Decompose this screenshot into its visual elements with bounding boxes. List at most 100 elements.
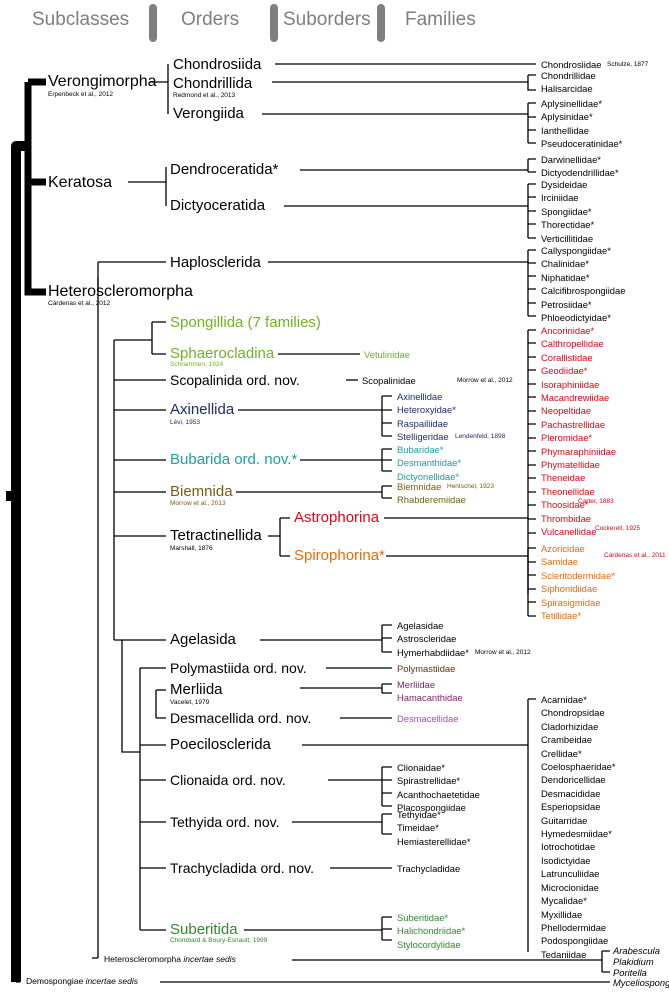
demo-incertae-genus: Myceliospongia <box>613 977 669 988</box>
order-suberitida: Suberitida <box>170 921 238 938</box>
family-name: Myxillidae <box>541 908 583 920</box>
families-bubarida: Bubaridae*Desmanthidae*Dictyonellidae* <box>397 443 461 483</box>
order-chondrosiida: Chondrosiida <box>173 56 262 73</box>
family-name: Dictyodendrillidae* <box>541 167 619 179</box>
family-name: Tetillidae* <box>541 610 582 622</box>
family-name: Iotrochotidae <box>541 841 596 853</box>
family-author-scopalinidae: Morrow et al., 2012 <box>457 377 513 384</box>
order-agelasida: Agelasida <box>170 631 236 648</box>
order-merliida: Merliida <box>170 681 223 698</box>
hetero-incertae-italic: incertae sedis <box>183 954 236 964</box>
family-name: Thorectidae* <box>541 219 595 231</box>
order-spongillida: Spongillida (7 families) <box>170 314 321 331</box>
family-name: Irciniidae <box>541 192 579 204</box>
subclass-heteroscleromorpha: Heteroscleromorpha <box>48 283 193 300</box>
order-sphaerocladina: Sphaerocladina <box>170 345 275 362</box>
family-author-biemnidae: Hentschel, 1923 <box>447 483 494 490</box>
order-trachycladida: Trachycladida ord. nov. <box>170 860 314 876</box>
family-name: Corallistidae <box>541 351 593 363</box>
families-clionaida: Clionaidae*Spirastrellidae*Acanthochaete… <box>397 761 480 815</box>
family-name: Geodiidae* <box>541 365 588 377</box>
families-sphaerocladina: Vetulinidae <box>364 348 410 361</box>
families-haplosclerida: Callyspongiidae*Chalinidae*Niphatidae*Ca… <box>541 244 625 324</box>
family-name: Chondrosiidae <box>541 59 602 70</box>
family-name: Phloeodictyidae* <box>541 312 611 324</box>
family-author-hymerhabdiidae: Morrow et al., 2012 <box>475 649 531 656</box>
family-name: Pseudoceratinidae* <box>541 138 623 150</box>
family-name: Pleromidae* <box>541 432 593 444</box>
family-name: Coelosphaeridae* <box>541 761 616 773</box>
family-name: Theneidae <box>541 472 586 484</box>
family-name: Cladorhizidae <box>541 720 599 732</box>
family-name: Hymerhabdiidae* <box>397 646 469 658</box>
family-name: Desmacididae <box>541 787 601 799</box>
family-name: Desmanthidae* <box>397 457 462 469</box>
families-scopalinida: Scopalinidae <box>362 374 416 387</box>
family-name: Stelligeridae <box>397 431 449 443</box>
family-name: Ancorinidae* <box>541 325 595 336</box>
family-name: Esperiopsidae <box>541 801 601 813</box>
subclass-heteroscleromorpha-author: Cárdenas et al., 2012 <box>48 300 111 307</box>
order-haplosclerida: Haplosclerida <box>170 254 261 271</box>
family-name: Samidae <box>541 556 579 568</box>
family-name: Siphonidiidae <box>541 583 598 595</box>
family-author-theneidae: Carter, 1883 <box>578 498 614 505</box>
family-name: Macandrewiidae <box>541 392 610 404</box>
family-name: Vetulinidae <box>364 349 410 360</box>
family-name: Verticillitidae <box>541 232 594 244</box>
order-tetractinellida: Tetractinellida <box>170 527 262 544</box>
family-name: Tethyidae* <box>397 809 441 820</box>
family-name: Ianthellidae <box>541 124 589 136</box>
family-name: Thoosidae* <box>541 499 589 511</box>
family-name: Hamacanthidae <box>397 692 463 704</box>
family-name: Spongiidae* <box>541 205 592 217</box>
order-poecilosclerida: Poecilosclerida <box>170 736 271 753</box>
family-name: Stylocordylidae <box>397 938 461 950</box>
family-author-stelligeridae: Lendenfeld, 1898 <box>455 433 506 440</box>
order-verongiida: Verongiida <box>173 105 244 122</box>
family-name: Phymatellidae <box>541 459 600 471</box>
order-tetractinellida-author: Marshall, 1876 <box>170 545 213 552</box>
families-desmacellida: Desmacellidae <box>397 712 459 725</box>
families-polymastiida: Polymastiidae <box>397 662 455 675</box>
demo-incertae-label: Demospongiae <box>26 976 84 986</box>
order-dendroceratida: Dendroceratida* <box>170 161 279 178</box>
family-name: Phellodermidae <box>541 921 607 933</box>
subclass-verongimorpha: Verongimorpha <box>48 73 157 90</box>
family-name: Crambeidae <box>541 734 593 746</box>
family-name: Acanthochaetetidae <box>397 788 480 800</box>
family-name: Clionaidae* <box>397 762 445 773</box>
family-name: Mycalidae* <box>541 895 587 907</box>
demospongiae-incertae-sedis: Demospongiae incertae sedis <box>26 977 138 986</box>
family-name: Aplysinellidae* <box>541 98 602 109</box>
family-name: Spirasigmidae <box>541 596 601 608</box>
suborder-spirophorina: Spirophorina* <box>294 547 385 564</box>
order-scopalinida: Scopalinida ord. nov. <box>170 372 300 388</box>
families-dendroceratida: Darwinellidae* Dictyodendrillidae* <box>541 153 619 180</box>
family-name: Axinellidae <box>397 391 443 402</box>
order-clionaida: Clionaida ord. nov. <box>170 772 286 788</box>
family-name: Poritella <box>613 967 647 978</box>
family-name: Tedaniidae <box>541 948 587 960</box>
family-name: Chalinidae* <box>541 258 589 270</box>
family-name: Neopeltidae <box>541 405 592 417</box>
order-bubarida: Bubarida ord. nov.* <box>170 451 298 468</box>
families-suberitida: Suberitidae*Halichondriidae*Stylocordyli… <box>397 911 465 951</box>
family-name: Calthropellidae <box>541 338 604 350</box>
family-name: Petrosiidae* <box>541 298 592 310</box>
family-name: Astroscleridae <box>397 633 457 645</box>
header-families: Families <box>405 9 476 30</box>
header-suborders: Suborders <box>283 9 371 30</box>
family-name: Vulcanellidae <box>541 526 597 538</box>
family-name: Crellidae* <box>541 747 582 759</box>
family-name: Darwinellidae* <box>541 154 601 165</box>
family-name: Azoricidae <box>541 543 585 554</box>
